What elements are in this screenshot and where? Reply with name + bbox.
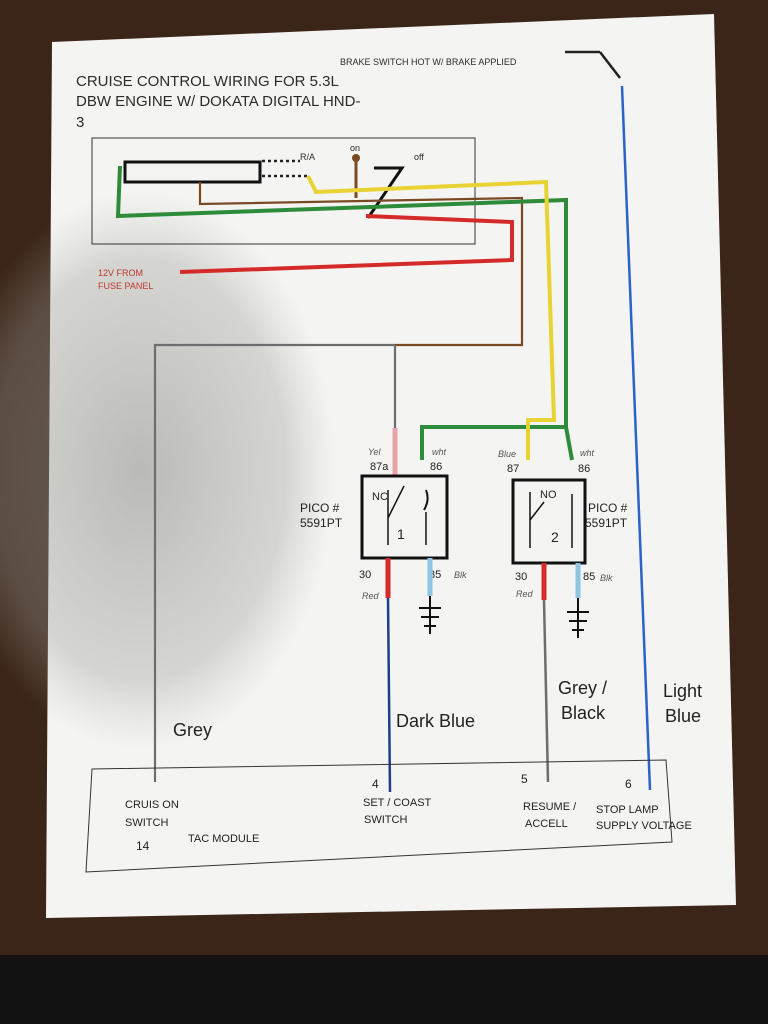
- tac-pin-4-label-line-1: SET / COAST: [363, 797, 432, 809]
- relay2-pin-85: 85: [583, 571, 595, 583]
- red-fuse-wire: [179, 214, 514, 274]
- tac-module-box: [85, 759, 673, 873]
- relay2-pico-line-1: PICO #: [588, 501, 628, 515]
- diagram-title-line-2: DBW ENGINE W/ DOKATA DIGITAL HND-: [76, 93, 360, 110]
- yellow-wire: [306, 175, 557, 460]
- relay1-coil: [423, 489, 429, 511]
- table-floor: [0, 955, 768, 1024]
- relay1-box: [360, 474, 449, 560]
- tac-pin-5-label-line-2: ACCELL: [525, 818, 568, 830]
- tac-pin-4-label-line-2: SWITCH: [364, 814, 407, 826]
- relay2-note-30: Red: [516, 589, 534, 599]
- grey-wire-label: Grey: [173, 720, 212, 740]
- diagram-title-line-3: 3: [76, 114, 84, 131]
- tac-module-title: TAC MODULE: [188, 833, 259, 845]
- relay2-pin-87: 87: [507, 463, 519, 475]
- grey-black-wire: [542, 599, 550, 783]
- brake-switch-arm: [599, 51, 621, 79]
- tac-pin-6-number: 6: [625, 777, 632, 791]
- relay1-ground-symbol: [419, 596, 441, 634]
- relay1-note-86: wht: [432, 447, 447, 457]
- cruise-switch-body: [123, 160, 262, 184]
- off-label: off: [414, 152, 424, 162]
- ra-label: R/A: [300, 152, 315, 162]
- relay2-type: NO: [540, 489, 557, 501]
- relay1-pin-86: 86: [430, 461, 442, 473]
- grey-wire-to-module: [153, 343, 395, 782]
- cruise-switch-enclosure: [91, 137, 476, 245]
- relay2-pin-86: 86: [578, 463, 590, 475]
- tac-pin-5-label-line-1: RESUME /: [523, 801, 577, 813]
- relay2-number: 2: [551, 529, 559, 545]
- relay1-note-85: Blk: [454, 570, 467, 580]
- relay1-type: NC: [372, 491, 388, 503]
- relay2-contact: [529, 501, 545, 521]
- paper-shadow: [0, 190, 335, 750]
- relay1-number: 1: [397, 526, 405, 542]
- relay2-pico-line-2: 5591PT: [585, 516, 628, 530]
- grey-black-wire-label-line-1: Grey /: [558, 678, 607, 698]
- light-blue-wire-label-line-2: Blue: [665, 706, 701, 726]
- light-blue-wire-label-line-1: Light: [663, 681, 702, 701]
- relay1-note-87a: Yel: [368, 447, 382, 457]
- green-wire-drop: [564, 426, 574, 461]
- light-blue-wire: [620, 85, 652, 791]
- tac-pin-14-number: 14: [136, 839, 150, 853]
- relay2-note-85: Blk: [600, 573, 613, 583]
- relay2-pin-30: 30: [515, 571, 527, 583]
- relay2-note-87: Blue: [498, 449, 516, 459]
- on-label: on: [350, 143, 360, 153]
- relay1-pin-30: 30: [359, 569, 371, 581]
- grey-black-wire-label-line-2: Black: [561, 703, 606, 723]
- relay1-pico-line-2: 5591PT: [300, 516, 343, 530]
- relay1-pin-87a: 87a: [370, 461, 389, 473]
- relay1-pico-line-1: PICO #: [300, 501, 340, 515]
- fuse-label-line-2: FUSE PANEL: [98, 281, 153, 291]
- relay1-note-30: Red: [362, 591, 380, 601]
- dark-blue-wire: [386, 597, 392, 793]
- fuse-label-line-1: 12V FROM: [98, 268, 143, 278]
- relay1-contact: [387, 485, 405, 519]
- tac-pin-4-number: 4: [372, 777, 379, 791]
- brake-switch-label: BRAKE SWITCH HOT W/ BRAKE APPLIED: [340, 57, 517, 67]
- dark-blue-wire-label: Dark Blue: [396, 711, 475, 731]
- green-wire: [115, 165, 568, 460]
- brown-wire: [198, 182, 524, 347]
- tac-pin-14-label-line-2: SWITCH: [125, 817, 168, 829]
- diagram-title-line-1: CRUISE CONTROL WIRING FOR 5.3L: [76, 73, 339, 90]
- tac-pin-6-label-line-2: SUPPLY VOLTAGE: [596, 820, 692, 832]
- tac-pin-5-number: 5: [521, 772, 528, 786]
- tac-pin-14-label-line-1: CRUIS ON: [125, 799, 179, 811]
- tac-pin-6-label-line-1: STOP LAMP: [596, 804, 659, 816]
- relay2-note-86: wht: [580, 448, 595, 458]
- relay2-ground-symbol: [567, 598, 589, 638]
- relay2-box: [511, 478, 587, 565]
